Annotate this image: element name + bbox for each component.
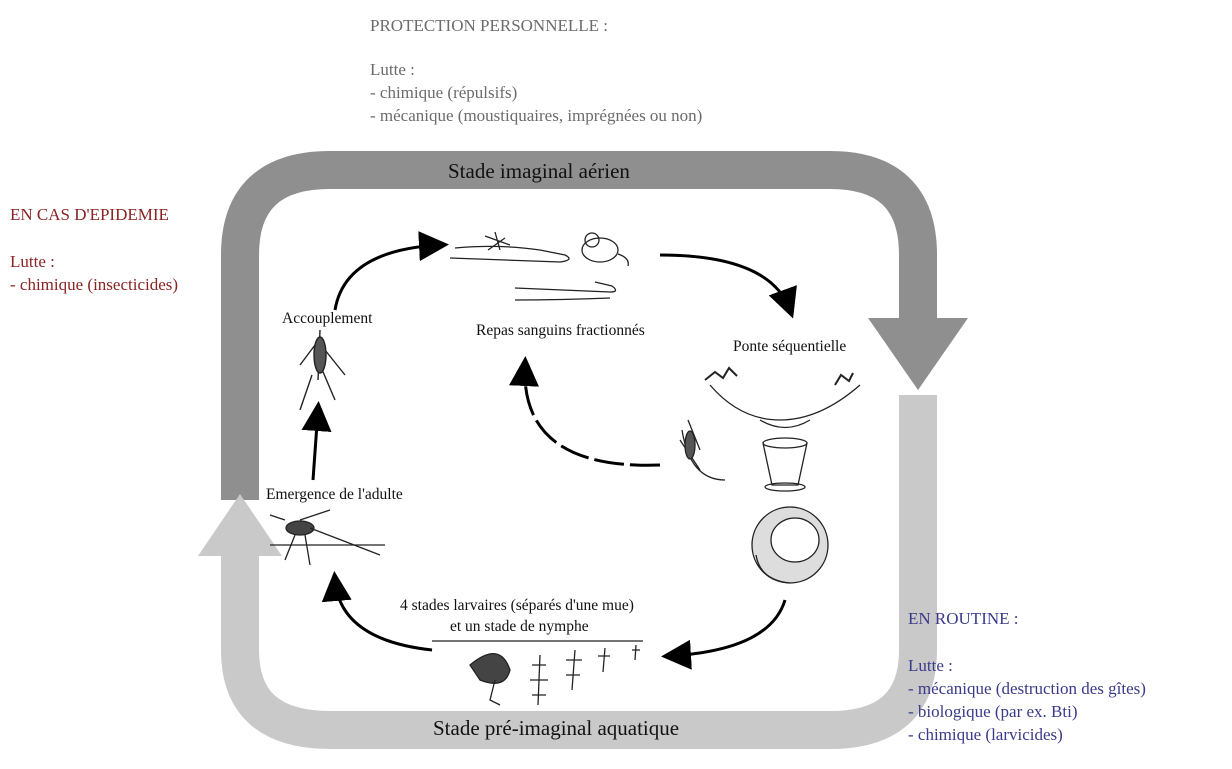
- epidemic-item-1: - chimique (insecticides): [10, 275, 179, 294]
- arrow-ponte-to-meal: [509, 356, 661, 467]
- epidemic-lutte: Lutte :: [10, 252, 55, 271]
- routine-block: EN ROUTINE : Lutte : - mécanique (destru…: [908, 607, 1146, 746]
- aquatic-stage-arrow: [221, 395, 937, 749]
- laying-illustration: [679, 366, 861, 481]
- epidemic-block: EN CAS D'EPIDEMIE Lutte : - chimique (in…: [10, 203, 178, 296]
- egg-laying-label: Ponte séquentielle: [733, 338, 847, 355]
- protection-lutte: Lutte :: [370, 60, 415, 79]
- epidemic-heading: EN CAS D'EPIDEMIE: [10, 205, 169, 224]
- protection-heading: PROTECTION PERSONNELLE :: [370, 16, 608, 35]
- routine-item-2: - biologique (par ex. Bti): [908, 702, 1078, 721]
- mating-mosquitoes-illustration: [299, 329, 346, 411]
- routine-lutte: Lutte :: [908, 656, 953, 675]
- arrow-gites-to-larvae: [661, 599, 787, 670]
- aquatic-stage-title: Stade pré-imaginal aquatique: [433, 716, 680, 740]
- emergence-mosquito-illustration: [269, 509, 385, 566]
- flower-pot-illustration: [762, 437, 808, 492]
- larvae-label-line2: et un stade de nymphe: [450, 618, 589, 635]
- aquatic-arrowhead: [198, 494, 282, 556]
- mating-label: Accouplement: [282, 310, 373, 327]
- blood-meals-label: Repas sanguins fractionnés: [476, 322, 645, 339]
- larvae-illustration: [432, 640, 643, 706]
- routine-item-1: - mécanique (destruction des gîtes): [908, 679, 1146, 698]
- aerial-stage-title: Stade imaginal aérien: [448, 159, 630, 183]
- routine-heading: EN ROUTINE :: [908, 609, 1019, 628]
- aerial-arrowhead: [868, 318, 968, 390]
- larvae-label-line1: 4 stades larvaires (séparés d'une mue): [400, 597, 634, 614]
- blood-meal-illustration: [449, 231, 629, 301]
- arrow-larvae-to-emergence: [321, 571, 433, 652]
- arrow-emergence-to-mating: [301, 401, 332, 481]
- emergence-label: Emergence de l'adulte: [266, 486, 403, 503]
- protection-item-2: - mécanique (moustiquaires, imprégnées o…: [370, 106, 703, 125]
- protection-item-1: - chimique (répulsifs): [370, 83, 518, 102]
- arrow-mating-to-meal: [333, 231, 449, 311]
- arrow-meal-to-ponte: [659, 253, 797, 319]
- aerial-stage-arrow: [221, 151, 937, 500]
- protection-block: PROTECTION PERSONNELLE : Lutte : - chimi…: [370, 14, 702, 127]
- routine-item-3: - chimique (larvicides): [908, 725, 1063, 744]
- tire-illustration: [751, 506, 829, 584]
